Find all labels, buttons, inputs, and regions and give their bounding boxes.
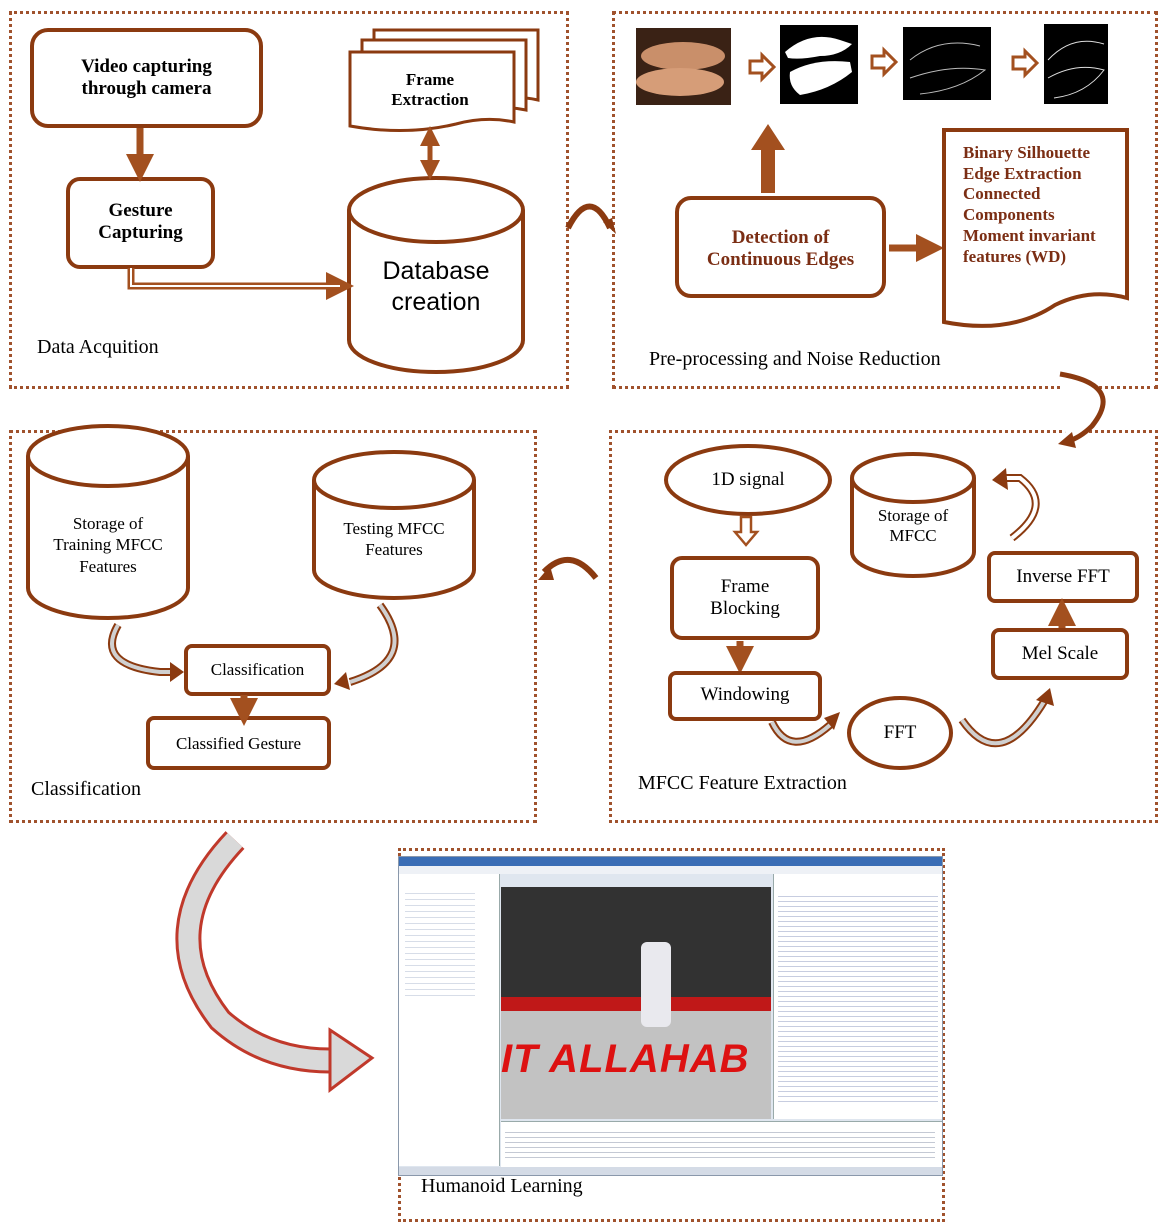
frame-extraction-doc-stack — [348, 28, 540, 133]
simulator-menubar — [399, 866, 942, 874]
frame-blocking-line1: Frame — [720, 576, 770, 597]
arrow-detection-up — [751, 124, 785, 193]
frame-doc-line1: Frame — [405, 70, 455, 89]
doc-line: Edge Extraction — [963, 163, 1082, 183]
classification-box — [184, 644, 331, 696]
label-preprocessing: Pre-processing and Noise Reduction — [649, 348, 941, 370]
panel-mfcc — [609, 430, 1158, 823]
curve-arrow-pre-to-mfcc — [1059, 371, 1106, 445]
testing-storage-cylinder — [312, 450, 476, 600]
database-line1: Database — [382, 257, 490, 285]
label-mfcc: MFCC Feature Extraction — [638, 772, 847, 794]
training-line3: Features — [79, 556, 137, 576]
detection-box — [675, 196, 886, 298]
training-storage-cylinder — [26, 424, 190, 620]
hand-image-original — [636, 28, 731, 105]
fft-label: FFT — [883, 722, 917, 743]
simulator-titlebar — [399, 857, 942, 866]
3d-viewport: IT ALLAHAB — [501, 887, 771, 1119]
training-line2: Training MFCC — [53, 535, 163, 555]
mfcc-storage-line2: MFCC — [889, 525, 937, 545]
signal-label: 1D signal — [711, 469, 785, 490]
fft-ellipse — [847, 696, 953, 770]
hand-image-continuous-edges — [1044, 24, 1108, 104]
video-box-line1: Video capturing — [81, 56, 212, 77]
features-doc-text: Binary Silhouette Edge Extraction Connec… — [963, 143, 1096, 267]
frame-doc-line2: Extraction — [391, 89, 469, 109]
code-editor-panel — [773, 874, 942, 1119]
robot-figure — [641, 942, 671, 1027]
mfcc-storage-line1: Storage of — [877, 506, 949, 525]
doc-line: Binary Silhouette — [963, 143, 1091, 162]
frame-blocking-box — [670, 556, 820, 640]
video-capture-box — [30, 28, 263, 128]
panel-data-acquisition — [9, 11, 569, 389]
training-line1: Storage of — [72, 514, 144, 533]
label-classification: Classification — [31, 778, 141, 800]
testing-line2: Features — [365, 540, 423, 560]
classification-box-label: Classification — [210, 660, 305, 679]
console-panel — [501, 1121, 942, 1168]
hand-image-edges — [903, 27, 991, 100]
arrow-gesture-to-database — [127, 268, 354, 300]
scene-tree-panel — [399, 874, 500, 1166]
mfcc-storage-cylinder — [850, 452, 976, 578]
doc-line: Connected — [963, 184, 1041, 204]
panel-preprocessing — [612, 11, 1158, 389]
label-humanoid: Humanoid Learning — [421, 1175, 583, 1197]
database-line2: creation — [391, 288, 481, 317]
frame-blocking-line2: Blocking — [710, 597, 780, 619]
testing-line1: Testing MFCC — [343, 519, 445, 538]
video-box-line2: through camera — [81, 77, 212, 99]
classified-box-label: Classified Gesture — [175, 734, 302, 753]
curve-arrow-acq-to-pre — [565, 203, 613, 230]
gesture-box-line1: Gesture — [108, 200, 173, 221]
database-cylinder — [347, 176, 525, 374]
signal-ellipse — [664, 444, 832, 516]
banner-text: IT ALLAHAB — [501, 1037, 750, 1081]
mel-scale-box — [991, 628, 1129, 680]
status-bar — [399, 1167, 942, 1175]
inverse-fft-label: Inverse FFT — [1016, 566, 1110, 587]
label-data-acquisition: Data Acquition — [37, 336, 159, 358]
panel-classification — [9, 430, 537, 823]
mel-scale-label: Mel Scale — [1021, 643, 1099, 664]
doc-line: Moment invariant — [963, 225, 1096, 245]
features-document — [942, 128, 1129, 328]
doc-line: features (WD) — [963, 246, 1067, 266]
hand-image-binary — [780, 25, 858, 104]
windowing-label: Windowing — [700, 684, 790, 705]
detection-line2: Continuous Edges — [706, 248, 855, 270]
big-curve-arrowhead — [328, 1027, 375, 1094]
simulator-screenshot: IT ALLAHAB — [398, 856, 943, 1176]
doc-line: Components — [963, 205, 1055, 225]
windowing-box — [668, 671, 822, 721]
detection-line1: Detection of — [731, 227, 830, 248]
gesture-box-line2: Capturing — [98, 221, 183, 243]
